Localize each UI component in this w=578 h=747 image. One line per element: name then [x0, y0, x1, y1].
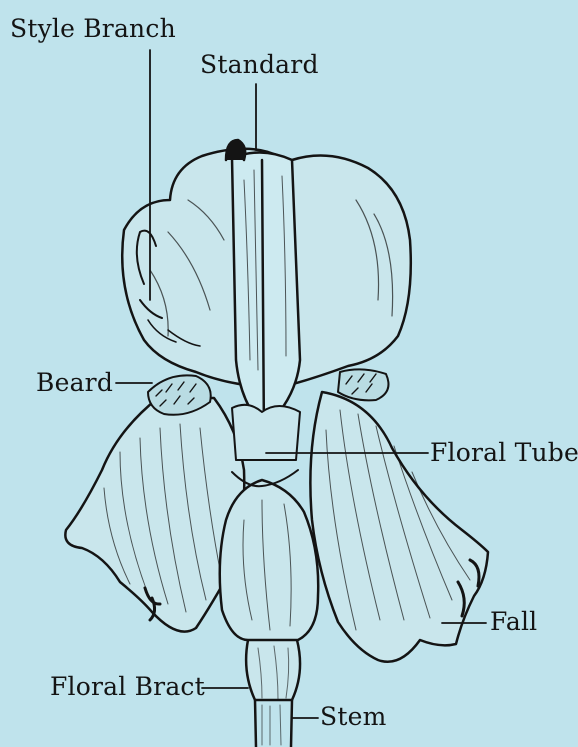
stem-label: Stem [320, 702, 386, 731]
right-fall-shape [310, 392, 488, 662]
left-fall-shape [65, 398, 244, 632]
floral-tube-shape [220, 405, 318, 640]
fall-label: Fall [490, 607, 537, 636]
floral-bract-label: Floral Bract [50, 672, 205, 701]
floral-bract-shape [246, 640, 300, 700]
beard-label: Beard [36, 368, 113, 397]
style-branch-label: Style Branch [10, 14, 176, 43]
standard-label: Standard [200, 50, 319, 79]
floral-tube-label: Floral Tube [430, 438, 578, 467]
stem-shape [255, 700, 292, 747]
